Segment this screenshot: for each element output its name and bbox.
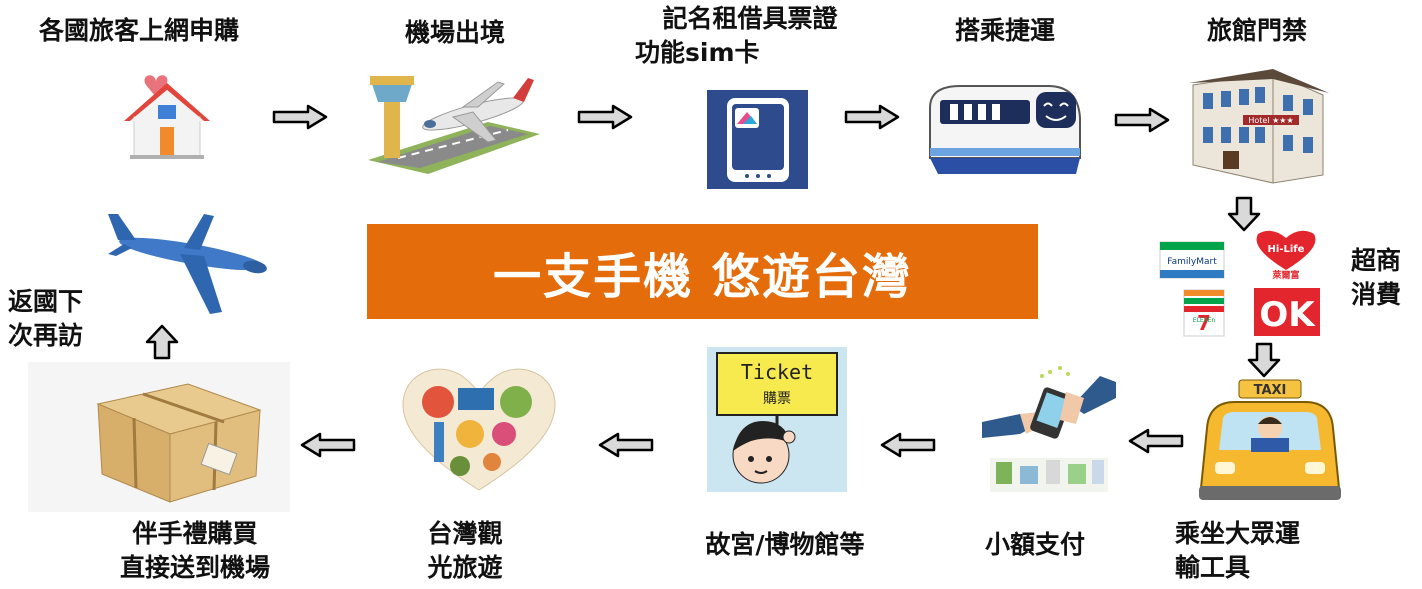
- flow-arrow-left: [300, 432, 356, 458]
- step-label-gift: 伴手禮購買 直接送到機場: [119, 519, 270, 582]
- taiwan-heart-collage-icon: [402, 368, 556, 491]
- main-banner: 一支手機 悠遊台灣: [367, 224, 1038, 319]
- hotel-sign-text: Hotel ★★★: [1248, 116, 1293, 125]
- ticket-sign-line2: 購票: [763, 391, 791, 407]
- flow-arrow-right: [577, 104, 633, 130]
- flow-arrow-right: [272, 104, 328, 130]
- flow-arrow-up: [145, 324, 179, 360]
- step-label-departure: 機場出境: [404, 18, 505, 47]
- step-label-sim: 記名租借具票證 功能sim卡: [635, 4, 838, 67]
- flow-arrow-right: [844, 104, 900, 130]
- ticket-sign-line1: Ticket: [741, 360, 813, 384]
- step-label-return: 返國下 次再訪: [8, 287, 84, 350]
- parcel-box-icon: [28, 362, 290, 512]
- taxi-sign-text: TAXI: [1254, 383, 1287, 398]
- step-label-apply: 各國旅客上網申購: [38, 16, 239, 45]
- flow-arrow-right: [1114, 107, 1170, 133]
- step-label-transport: 乘坐大眾運 輸工具: [1175, 519, 1301, 582]
- step-label-mrt: 搭乘捷運: [954, 16, 1055, 45]
- step-label-tour: 台灣觀 光旅遊: [427, 519, 503, 582]
- hilife-text: Hi-Life: [1268, 244, 1305, 255]
- ok-text: OK: [1259, 295, 1316, 335]
- svg-text:7: 7: [1197, 311, 1211, 335]
- flow-arrow-left: [880, 432, 936, 458]
- hilife-sub-text: 萊爾富: [1271, 269, 1299, 281]
- hotel-icon: Hotel ★★★: [1189, 69, 1329, 184]
- flow-arrow-left: [1128, 428, 1184, 454]
- flow-arrow-down: [1247, 342, 1281, 378]
- step-label-museum: 故宮/博物館等: [705, 530, 865, 559]
- phone-card-icon: [707, 90, 808, 189]
- airplane-icon: [108, 214, 267, 314]
- familymart-text: FamilyMart: [1167, 257, 1217, 267]
- flow-arrow-down: [1227, 196, 1261, 232]
- payment-terminal-icon: [982, 366, 1116, 492]
- convenience-store-logos-icon: FamilyMart Hi-Life 萊爾富 7 ELEVEn OK: [1159, 230, 1320, 337]
- house-icon: [124, 75, 210, 159]
- flow-arrow-left: [598, 432, 654, 458]
- taxi-icon: TAXI: [1199, 379, 1341, 500]
- seven-eleven-text: ELEVEn: [1193, 317, 1216, 324]
- airport-plane-icon: [368, 76, 540, 174]
- ticket-sign-icon: Ticket 購票: [707, 347, 847, 492]
- step-label-hotel: 旅館門禁: [1206, 16, 1307, 45]
- metro-train-icon: [929, 85, 1081, 174]
- step-label-micropay: 小額支付: [984, 530, 1085, 559]
- step-label-store: 超商 消費: [1350, 246, 1401, 309]
